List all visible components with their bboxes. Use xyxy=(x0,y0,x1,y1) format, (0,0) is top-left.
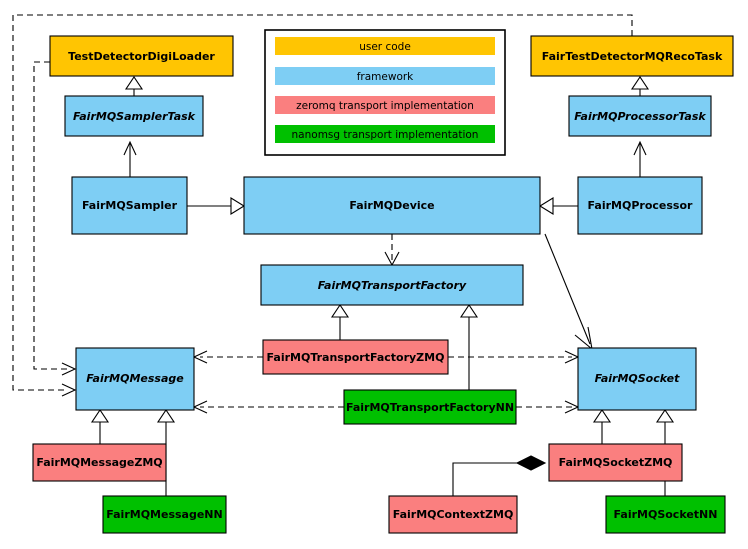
node-fairmqcontextzmq[interactable]: FairMQContextZMQ xyxy=(388,495,518,534)
node-label: FairMQMessage xyxy=(86,372,184,385)
legend-label: user code xyxy=(359,41,411,53)
node-fairmqtransportfactoryzmq[interactable]: FairMQTransportFactoryZMQ xyxy=(262,339,449,375)
node-label: FairMQSocket xyxy=(595,372,681,385)
legend-item-zeromq: zeromq transport implementation xyxy=(275,96,495,114)
node-fairmqprocessortask[interactable]: FairMQProcessorTask xyxy=(568,95,712,137)
node-fairmqmessage[interactable]: FairMQMessage xyxy=(75,347,195,411)
node-label: FairMQSocketNN xyxy=(614,508,718,521)
node-label: FairMQDevice xyxy=(349,199,434,212)
node-label: FairTestDetectorMQRecoTask xyxy=(542,50,723,63)
legend-label: framework xyxy=(357,71,414,83)
node-fairmqdevice[interactable]: FairMQDevice xyxy=(243,176,541,235)
edge-recotask-to-message xyxy=(12,14,633,397)
node-label: FairMQSocketZMQ xyxy=(559,456,673,469)
node-fairmqsampler[interactable]: FairMQSampler xyxy=(71,176,188,235)
node-label: TestDetectorDigiLoader xyxy=(68,50,215,63)
legend-label: zeromq transport implementation xyxy=(296,100,474,112)
node-fairmqsamplertask[interactable]: FairMQSamplerTask xyxy=(64,95,204,137)
legend-label: nanomsg transport implementation xyxy=(292,129,479,141)
legend-item-user-code: user code xyxy=(275,37,495,55)
legend-swatch-framework xyxy=(275,67,495,85)
node-fairmqmessagezmq[interactable]: FairMQMessageZMQ xyxy=(32,443,167,482)
node-fairmqprocessor[interactable]: FairMQProcessor xyxy=(577,176,703,235)
edge-samplertask-to-digiloader xyxy=(124,76,144,96)
node-label: FairMQTransportFactory xyxy=(318,279,467,292)
edge-messagezmq-to-message xyxy=(90,409,110,444)
nodes-layer: TestDetectorDigiLoader FairTestDetectorM… xyxy=(32,35,734,534)
node-fairmqsocketzmq[interactable]: FairMQSocketZMQ xyxy=(548,443,683,482)
legend-swatch-zeromq xyxy=(275,96,495,114)
edges-layer xyxy=(12,14,675,496)
node-label: FairMQMessageZMQ xyxy=(36,456,162,469)
legend-panel: user code framework zeromq transport imp… xyxy=(264,29,506,156)
edge-socketzmq-to-socket xyxy=(592,409,612,444)
node-label: FairMQProcessorTask xyxy=(574,110,706,123)
node-label: FairMQSamplerTask xyxy=(73,110,196,123)
edge-processortask-to-recotask xyxy=(630,76,650,96)
node-label: FairMQSampler xyxy=(82,199,178,212)
node-label: FairMQMessageNN xyxy=(106,508,222,521)
node-label: FairMQProcessor xyxy=(588,199,693,212)
legend-swatch-nanomsg xyxy=(275,125,495,143)
edge-sampler-to-samplertask xyxy=(123,140,137,177)
edge-factorynn-to-transportfactory xyxy=(459,304,479,390)
node-fairmqsocket[interactable]: FairMQSocket xyxy=(577,347,697,411)
edge-factoryzmq-to-transportfactory xyxy=(330,304,350,340)
legend-item-framework: framework xyxy=(275,67,495,85)
legend-swatch-user-code xyxy=(275,37,495,55)
edge-processor-to-processortask xyxy=(633,140,647,177)
node-label: FairMQTransportFactoryZMQ xyxy=(267,351,445,364)
legend-item-nanomsg: nanomsg transport implementation xyxy=(275,125,495,143)
node-testdetectordigiloader[interactable]: TestDetectorDigiLoader xyxy=(49,35,234,77)
node-fairmqmessagenn[interactable]: FairMQMessageNN xyxy=(102,495,227,534)
edge-sampler-to-device xyxy=(187,197,246,215)
node-label: FairMQContextZMQ xyxy=(393,508,514,521)
node-label: FairMQTransportFactoryNN xyxy=(346,401,514,414)
node-fairmqsocketnn[interactable]: FairMQSocketNN xyxy=(605,495,726,534)
node-fairmqtransportfactorynn[interactable]: FairMQTransportFactoryNN xyxy=(343,389,517,425)
node-fairmqtransportfactory[interactable]: FairMQTransportFactory xyxy=(260,264,524,306)
edge-processor-to-device xyxy=(538,197,578,215)
edge-contextzmq-to-socketzmq xyxy=(452,455,547,496)
node-fairtestdetectormqrecotask[interactable]: FairTestDetectorMQRecoTask xyxy=(530,35,734,77)
edge-digiloader-to-message xyxy=(33,61,77,376)
